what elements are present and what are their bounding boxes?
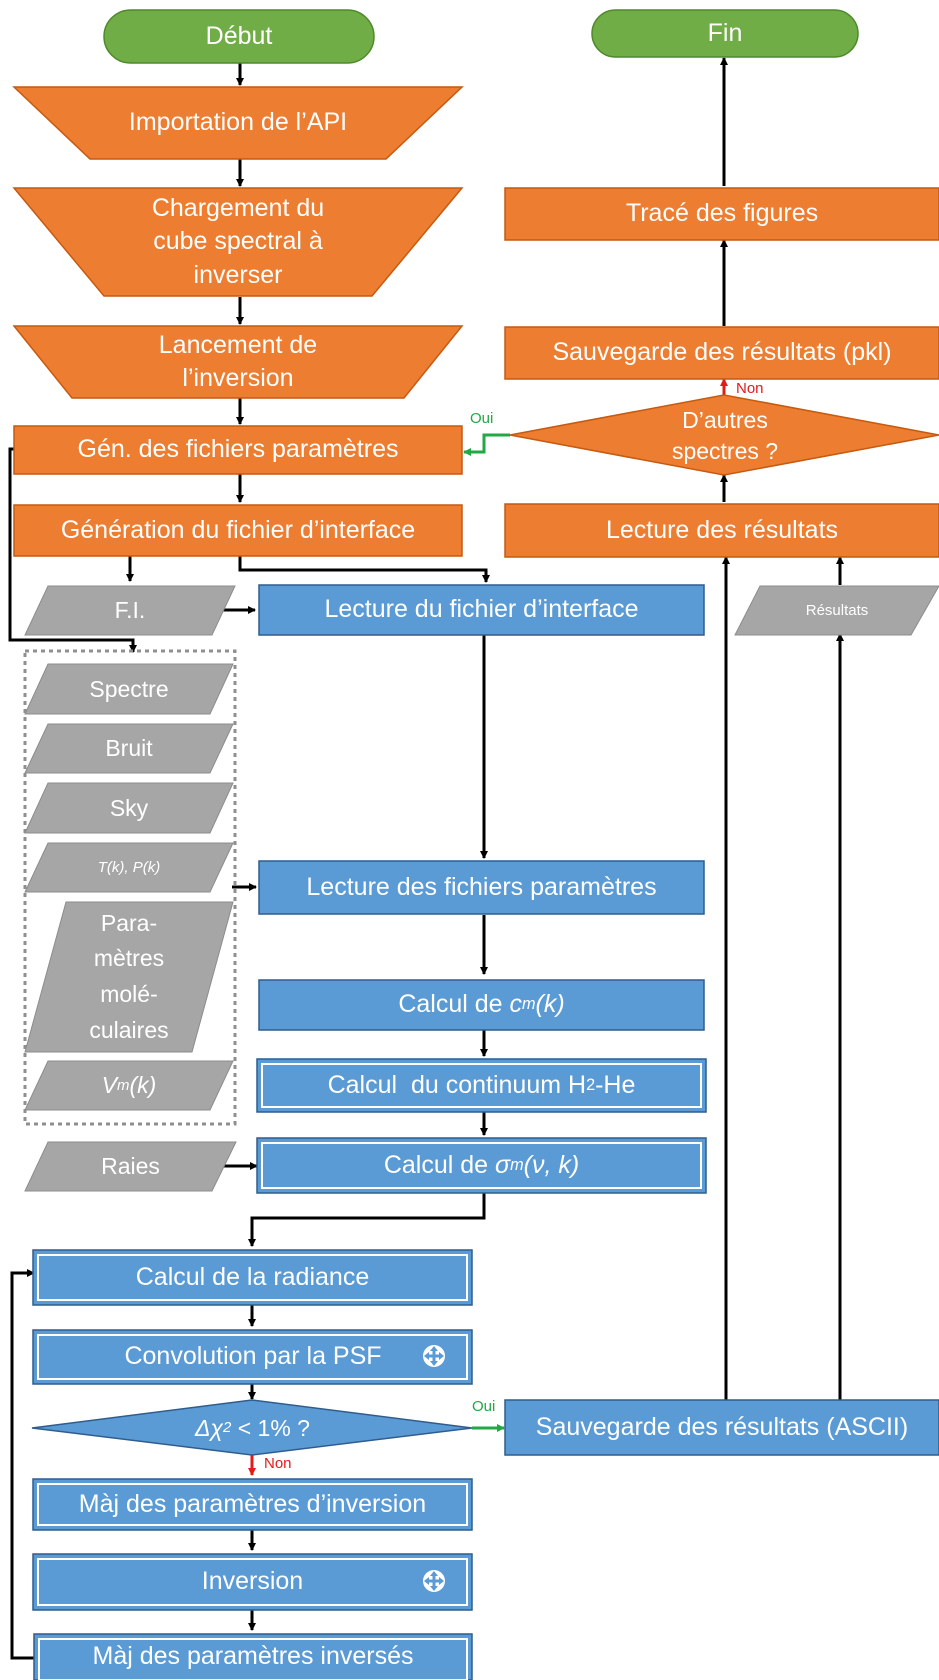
start-terminal[interactable] <box>103 9 375 64</box>
read-results-shape[interactable] <box>504 503 939 558</box>
save-ascii-shape[interactable] <box>504 1399 939 1456</box>
save-pkl-shape[interactable] <box>504 326 939 380</box>
convolution-inner-border <box>37 1334 468 1380</box>
read-interface-shape[interactable] <box>258 584 705 636</box>
connectors <box>8 57 844 1660</box>
load-cube-shape[interactable] <box>12 187 464 297</box>
fi-data-shape[interactable] <box>24 585 236 636</box>
calc-sigma-inner-border <box>261 1142 702 1189</box>
move-icon <box>423 1345 445 1367</box>
blue-process-shapes <box>31 584 939 1680</box>
spectre-data-shape[interactable] <box>24 663 234 715</box>
launch-shape[interactable] <box>12 325 464 399</box>
plot-shape[interactable] <box>504 187 939 241</box>
raies-data-shape[interactable] <box>24 1141 237 1192</box>
non-spectra-label: Non <box>736 380 764 397</box>
tp-data-shape[interactable] <box>24 842 234 893</box>
vm-data-shape[interactable] <box>24 1060 234 1111</box>
update-params-shape[interactable] <box>32 1478 473 1531</box>
arrow-sigma-radiance <box>248 1193 486 1247</box>
sky-data-shape[interactable] <box>24 782 234 834</box>
inversion-inner-border <box>37 1558 468 1606</box>
molecular-data-shape[interactable] <box>24 901 234 1053</box>
oui-spectra-label: Oui <box>470 410 494 427</box>
resultats-data-shape[interactable] <box>734 585 939 636</box>
gen-params-shape[interactable] <box>13 425 463 475</box>
radiance-inner-border <box>37 1254 468 1301</box>
orange-process-shapes <box>12 86 939 558</box>
data-shapes <box>23 585 939 1192</box>
calc-cm-shape[interactable] <box>258 979 705 1031</box>
calc-sigma-shape[interactable] <box>256 1137 707 1194</box>
other-spectra-decision[interactable] <box>509 394 939 476</box>
gen-interface-shape[interactable] <box>13 504 463 557</box>
arrow-oui-spectra <box>463 433 510 456</box>
convolution-shape[interactable] <box>32 1329 473 1385</box>
radiance-shape[interactable] <box>32 1249 473 1306</box>
chi2-decision[interactable] <box>31 1399 473 1456</box>
data-files-group <box>23 649 237 1126</box>
read-params-shape[interactable] <box>258 860 705 915</box>
arrow-geninterface-read <box>238 556 490 583</box>
non-chi2-label: Non <box>264 1455 292 1472</box>
update-inverted-shape[interactable] <box>33 1633 473 1680</box>
update-params-inner-border <box>37 1483 468 1526</box>
continuum-shape[interactable] <box>256 1058 707 1113</box>
end-terminal[interactable] <box>591 9 859 58</box>
bruit-data-shape[interactable] <box>24 723 234 774</box>
import-api-shape[interactable] <box>12 86 464 160</box>
continuum-inner-border <box>261 1063 702 1108</box>
inversion-shape[interactable] <box>32 1553 473 1611</box>
oui-chi2-label: Oui <box>472 1398 496 1415</box>
arrow-loop-back <box>10 1269 35 1660</box>
branch-connectors <box>248 378 728 1476</box>
start-end-terminals <box>103 9 859 64</box>
update-inverted-inner-border <box>38 1638 468 1680</box>
arrow-genparams-datafiles <box>8 447 137 653</box>
move-icon <box>423 1570 445 1592</box>
